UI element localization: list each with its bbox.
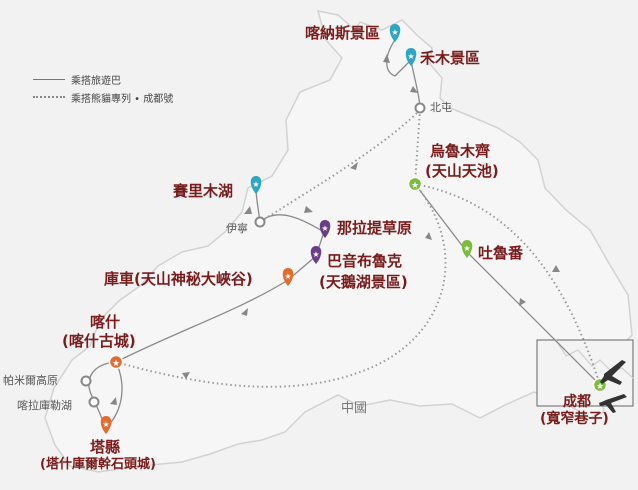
route-arrow bbox=[410, 86, 418, 93]
svg-text:★: ★ bbox=[596, 382, 604, 392]
route-arrow bbox=[519, 298, 526, 306]
legend-bus-label: 乘搭旅遊巴 bbox=[71, 75, 121, 87]
yining-label: 伊寧 bbox=[226, 222, 248, 235]
route-arrow bbox=[552, 265, 560, 272]
region-boundary bbox=[44, 10, 633, 473]
kashgar-label: 喀什 bbox=[89, 313, 120, 331]
route-arrow bbox=[241, 308, 248, 316]
kuche-pin: ★ bbox=[282, 268, 294, 286]
legend: 乘搭旅遊巴 乘搭熊貓專列 • 成都號 bbox=[33, 70, 173, 106]
chengdu-label: 成都 bbox=[563, 394, 591, 410]
legend-bus-row: 乘搭旅遊巴 bbox=[33, 70, 173, 88]
bayinbuluke-sublabel: (天鵝湖景區) bbox=[319, 273, 408, 291]
turpan-label: 吐魯番 bbox=[478, 244, 524, 262]
route-arrow bbox=[383, 54, 390, 63]
airplane-icons bbox=[599, 360, 627, 413]
route-arrow bbox=[350, 162, 358, 170]
beitun-node bbox=[414, 102, 426, 114]
kanas-label: 喀納斯景區 bbox=[305, 24, 381, 42]
svg-text:★: ★ bbox=[463, 244, 470, 253]
country-label: 中國 bbox=[341, 401, 368, 416]
route-arrow bbox=[244, 206, 252, 214]
legend-solid-line bbox=[33, 78, 65, 80]
urumqi-label: 烏魯木齊 bbox=[430, 142, 491, 160]
taxkorgan-label: 塔縣 bbox=[89, 438, 120, 456]
kashgar-marker bbox=[108, 354, 124, 370]
route-arrow bbox=[425, 232, 432, 240]
pin-markers: ★ ★ ★ ★ ★ ★ ★ ★ bbox=[100, 24, 473, 434]
urumqi-sublabel: (天山天池) bbox=[425, 162, 499, 180]
yining-node bbox=[254, 216, 266, 228]
route-arrows bbox=[110, 54, 560, 405]
hemu-label: 禾木景區 bbox=[420, 49, 481, 67]
chengdu-sublabel: (寬窄巷子) bbox=[540, 411, 609, 427]
urumqi-marker bbox=[407, 176, 423, 192]
kanas-pin: ★ bbox=[389, 24, 401, 42]
hemu-pin: ★ bbox=[405, 48, 417, 66]
airplane-icon bbox=[600, 360, 626, 385]
svg-text:★: ★ bbox=[321, 224, 328, 233]
svg-text:★: ★ bbox=[112, 359, 120, 369]
train-urumqi-kashgar bbox=[115, 183, 447, 388]
route-kuche-kashgar bbox=[115, 279, 289, 363]
airplane-icon bbox=[599, 394, 627, 413]
beitun-label: 北屯 bbox=[430, 101, 452, 114]
taxkorgan-pin: ★ bbox=[100, 416, 112, 434]
sayram-label: 賽里木湖 bbox=[173, 182, 234, 200]
bayinbuluke-label: 巴音布魯克 bbox=[327, 252, 403, 270]
svg-text:★: ★ bbox=[102, 420, 109, 429]
svg-text:★: ★ bbox=[407, 52, 414, 61]
inset-coast bbox=[555, 339, 634, 379]
stop-nodes bbox=[80, 102, 426, 408]
sayram-pin: ★ bbox=[250, 176, 262, 194]
taxkorgan-sublabel: (塔什庫爾幹石頭城) bbox=[40, 457, 156, 472]
svg-text:★: ★ bbox=[312, 250, 319, 259]
svg-text:★: ★ bbox=[411, 181, 419, 191]
bayinbuluke-pin: ★ bbox=[310, 246, 322, 264]
route-kanas-hemu bbox=[386, 39, 412, 77]
karakul-label: 喀拉庫勒湖 bbox=[17, 399, 72, 412]
train-urumqi-chengdu bbox=[414, 183, 601, 386]
legend-dotted-line bbox=[33, 96, 65, 98]
nalati-pin: ★ bbox=[319, 220, 331, 238]
kashgar-sublabel: (喀什古城) bbox=[62, 332, 136, 350]
nalati-label: 那拉提草原 bbox=[337, 219, 413, 237]
svg-text:★: ★ bbox=[252, 180, 259, 189]
route-turpan-chengdu bbox=[466, 251, 601, 386]
train-beitun-yining bbox=[259, 109, 421, 223]
karakul-node bbox=[88, 396, 100, 408]
route-arrow bbox=[110, 397, 117, 405]
legend-train-label: 乘搭熊貓專列 • 成都號 bbox=[71, 93, 174, 105]
kuche-label: 庫車(天山神秘大峽谷) bbox=[104, 270, 253, 288]
legend-train-row: 乘搭熊貓專列 • 成都號 bbox=[33, 88, 173, 106]
pamir-label: 帕米爾高原 bbox=[3, 374, 58, 387]
svg-text:★: ★ bbox=[391, 28, 398, 37]
route-arrow bbox=[182, 372, 190, 379]
train-routes bbox=[115, 109, 601, 388]
svg-text:★: ★ bbox=[284, 272, 291, 281]
turpan-pin: ★ bbox=[461, 240, 473, 258]
chengdu-inset-frame bbox=[536, 339, 634, 407]
route-arrow bbox=[304, 206, 313, 213]
train-beitun-urumqi bbox=[414, 109, 421, 185]
pamir-node bbox=[80, 375, 92, 387]
